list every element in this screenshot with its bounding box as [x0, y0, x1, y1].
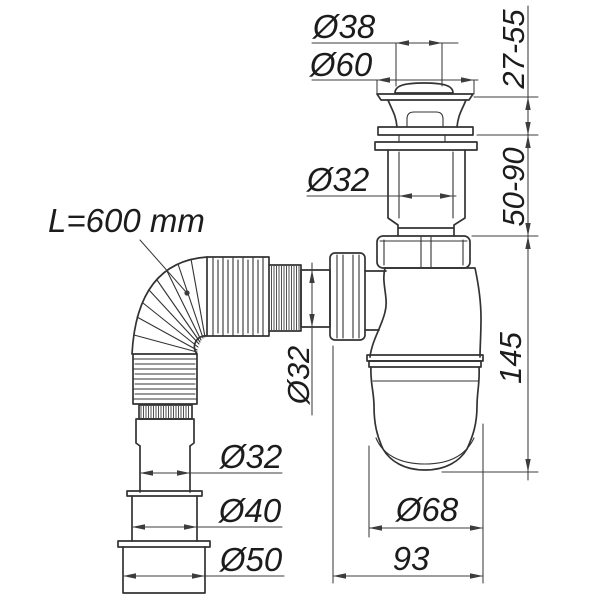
drain-flange [376, 93, 474, 101]
dim-arrow [525, 97, 531, 110]
drain-tailpipe [387, 149, 466, 237]
overflow-slot [406, 111, 444, 128]
dim-arrow [525, 122, 531, 135]
dim-arrow [192, 573, 205, 579]
bottle-cup-inner [372, 380, 479, 465]
side-nut [329, 252, 366, 341]
dim-arrow [369, 525, 382, 531]
drawing-lines [117, 82, 484, 594]
union-nut-facets [379, 236, 468, 268]
pop-up-drain [374, 82, 478, 237]
label-adapter-40: Ø40 [218, 492, 282, 529]
dim-arrow [177, 470, 190, 476]
side-nut-facets [336, 254, 360, 339]
dim-arrow [470, 525, 483, 531]
label-clamp-height-range: 27-55 [496, 9, 531, 90]
siphon-trap [329, 235, 484, 471]
label-flange-diameter: Ø60 [309, 46, 373, 83]
ribbed-seal-stripes [271, 266, 300, 330]
label-adapter-50: Ø50 [219, 541, 283, 578]
bottle-cup [369, 366, 481, 471]
push-cap [394, 82, 454, 94]
dim-arrow [396, 40, 409, 46]
ribbed-seal [268, 264, 302, 332]
dim-arrow [440, 193, 453, 199]
label-hose-length: L=600 mm [48, 202, 205, 239]
drain-funnel-sides [387, 99, 467, 128]
corrugation-vertical-ridges [132, 358, 198, 400]
dimension-arrows [123, 40, 531, 579]
reducer-50 [122, 546, 206, 594]
corrugation-horizontal [206, 256, 270, 337]
dim-arrow [461, 77, 474, 83]
dim-arrow [525, 223, 531, 236]
dim-arrow [140, 470, 153, 476]
dim-line-trap-width [332, 345, 484, 584]
dim-arrow [123, 573, 136, 579]
dim-arrow [377, 77, 390, 83]
dim-arrow [132, 524, 145, 530]
label-trap-width: 93 [393, 540, 430, 577]
compression-band-stripes [140, 406, 189, 418]
side-outlet [364, 270, 387, 331]
dim-arrow [525, 135, 531, 148]
hose-end-cylinder [300, 269, 331, 328]
dim-arrow [309, 314, 315, 327]
label-tailpipe-diameter: Ø32 [306, 161, 369, 198]
label-cap-diameter: Ø38 [312, 8, 376, 45]
dim-arrow [399, 193, 412, 199]
label-inlet-height-range: 50-90 [496, 147, 531, 226]
compression-band [138, 404, 193, 420]
cup-rim-upper [366, 354, 484, 362]
reducer-40 [131, 495, 198, 542]
cup-rim-lower [368, 360, 482, 368]
label-hose-end-diameter: Ø32 [219, 438, 282, 475]
dim-arrow [184, 524, 197, 530]
reducer-flange-40 [126, 490, 203, 497]
dim-line-cup-diameter [368, 423, 484, 584]
corrugation-bend-outer [131, 256, 208, 355]
label-cup-diameter: Ø68 [395, 491, 459, 528]
washer-upper [377, 126, 474, 136]
washer-lower [374, 141, 478, 151]
leader-dot [184, 290, 190, 296]
corrugation-horizontal-ridges [212, 256, 264, 337]
dim-arrow [333, 573, 346, 579]
siphon-body [369, 267, 482, 358]
drain-tailpipe-inner [398, 151, 454, 219]
dim-arrow [309, 270, 315, 283]
corrugation-bend-pleats [133, 258, 206, 353]
flexible-hose [117, 256, 331, 594]
leader-hose-length [139, 239, 187, 293]
reducer-flange-50 [117, 540, 211, 548]
label-outlet-diameter: Ø32 [281, 346, 316, 406]
dim-arrow [525, 236, 531, 249]
washer-gap-lines [398, 134, 446, 143]
reducer-32 [139, 445, 191, 493]
dimension-labels: Ø38 Ø60 Ø32 L=600 mm 27-55 50-90 145 Ø32… [48, 8, 531, 578]
dim-arrow [470, 573, 483, 579]
hose-outlet-neck [135, 418, 195, 447]
dim-arrow [525, 459, 531, 472]
label-trap-height: 145 [493, 331, 528, 383]
dim-line-flange-diameter [311, 79, 479, 95]
dim-arrow [429, 40, 442, 46]
